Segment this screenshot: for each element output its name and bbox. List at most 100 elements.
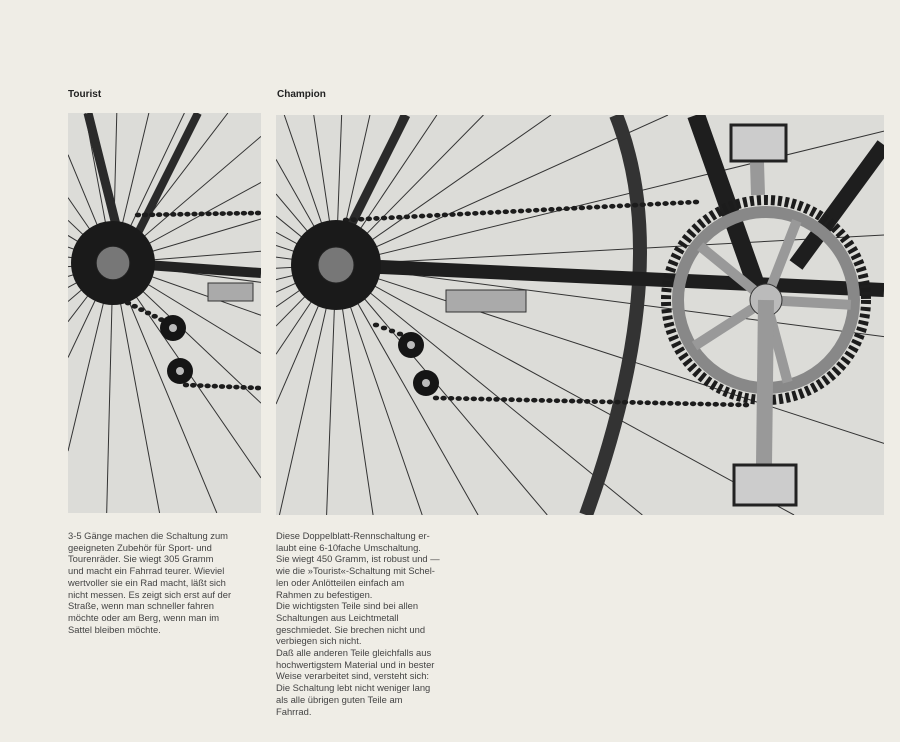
text-line: Diese Doppelblatt-Rennschaltung er- xyxy=(276,530,430,541)
chain-link xyxy=(464,211,471,217)
chain-link xyxy=(584,399,591,404)
chain-link xyxy=(727,402,735,408)
text-line: verbiegen sich nicht. xyxy=(276,635,362,647)
chain-link xyxy=(500,397,508,402)
chain-link xyxy=(631,202,639,208)
chain-link xyxy=(677,200,684,206)
chain-link xyxy=(365,216,373,222)
chain-link xyxy=(571,205,578,211)
wheel-rim xyxy=(579,115,647,515)
text-line: wertvoller sie ein Rad macht, läßt sich xyxy=(68,576,226,588)
chain-link xyxy=(247,385,254,391)
chain-link xyxy=(517,208,525,214)
chain-link xyxy=(380,215,388,221)
chain-link xyxy=(644,400,651,406)
chain-link xyxy=(662,201,669,206)
chain-link xyxy=(440,395,447,401)
chain-link xyxy=(510,208,517,214)
text-line: Weise verarbeitet sind, versteht sich: xyxy=(276,670,430,682)
chain-link xyxy=(240,210,248,216)
chain-link xyxy=(652,400,659,406)
text-line: wie die »Tourist«-Schaltung mit Schel- xyxy=(276,565,435,577)
pedal-top xyxy=(729,123,788,163)
text-line: und macht ein Fahrrad teurer. Wieviel xyxy=(68,565,225,577)
chain-link xyxy=(578,205,586,211)
chain-link xyxy=(515,397,523,403)
spoke xyxy=(335,264,479,515)
text-line: geeigneten Zubehör für Sport- und xyxy=(68,541,212,553)
text-line: Schaltungen aus Leichtmetall xyxy=(276,611,399,623)
chain-link xyxy=(358,216,365,222)
derailleur-body xyxy=(207,282,254,302)
pedal-bottom xyxy=(732,463,798,507)
chain-link xyxy=(170,212,177,217)
champion-photo-image xyxy=(276,115,884,515)
jockey-axle xyxy=(176,367,184,375)
chain-link xyxy=(553,398,561,404)
chain-link xyxy=(704,401,712,407)
tourist-derailleur-photo xyxy=(68,113,261,513)
tourist-caption: Tourist xyxy=(68,89,102,100)
chain-link xyxy=(647,201,654,207)
chain-link xyxy=(685,199,692,205)
chain-link xyxy=(396,214,403,220)
frame-tube xyxy=(124,113,202,255)
text-line: Sattel bleiben möchte. xyxy=(68,623,161,635)
chain-link xyxy=(182,382,190,388)
chain-link xyxy=(606,399,614,405)
chain-link xyxy=(233,210,241,216)
chain-link xyxy=(682,401,689,407)
chain-link xyxy=(434,212,441,218)
chain-link xyxy=(151,313,158,319)
chain-link xyxy=(144,310,152,316)
chain-link xyxy=(674,401,682,406)
chain-link xyxy=(163,212,170,217)
chain-link xyxy=(636,400,644,406)
chain-link xyxy=(184,211,191,217)
chain-link xyxy=(508,397,515,403)
chain-link xyxy=(463,396,470,402)
text-line: Die wichtigsten Teile sind bei allen xyxy=(276,600,419,612)
chain-link xyxy=(432,395,440,401)
text-line: Sie wiegt 450 Gramm, ist robust und — xyxy=(276,553,440,565)
chain-link xyxy=(720,402,727,407)
chain-link xyxy=(533,207,540,213)
spoke xyxy=(335,264,884,338)
chain-link xyxy=(233,384,240,390)
chain-link xyxy=(226,384,233,390)
chain-link xyxy=(212,211,219,217)
chain-link xyxy=(388,328,396,334)
text-line: Rahmen zu befestigen. xyxy=(276,588,373,600)
chain-link xyxy=(155,212,163,218)
champion-caption: Champion xyxy=(277,89,326,100)
chain-link xyxy=(629,400,636,405)
chain-link xyxy=(396,331,404,337)
chain-link xyxy=(131,303,138,309)
chain-link xyxy=(190,382,197,388)
chain-link xyxy=(487,210,494,215)
chain-link xyxy=(712,401,719,407)
text-line: als alle übrigen guten Teile am xyxy=(276,693,403,705)
chain-link xyxy=(403,214,411,220)
chain-link xyxy=(380,325,388,331)
chain-link xyxy=(493,396,500,402)
chain-link xyxy=(609,203,616,209)
chain-link xyxy=(692,199,700,205)
chain-link xyxy=(447,395,455,401)
chain-link xyxy=(191,211,198,217)
chain-link xyxy=(563,206,570,212)
chain-link xyxy=(601,204,608,210)
chain-link xyxy=(177,211,184,217)
chain-link xyxy=(494,209,502,215)
spoke xyxy=(335,115,669,266)
text-line: len oder Anlötteilen einfach am xyxy=(276,576,405,588)
chain-link xyxy=(441,212,449,218)
chain-link xyxy=(697,401,704,407)
chain-stay xyxy=(335,258,884,297)
seat-tube xyxy=(687,115,765,288)
text-line: hochwertigstem Material und in bester xyxy=(276,658,435,670)
chain-link xyxy=(472,210,479,216)
chain-link xyxy=(138,307,145,313)
chain-link xyxy=(418,213,426,219)
chain-link xyxy=(561,398,568,404)
